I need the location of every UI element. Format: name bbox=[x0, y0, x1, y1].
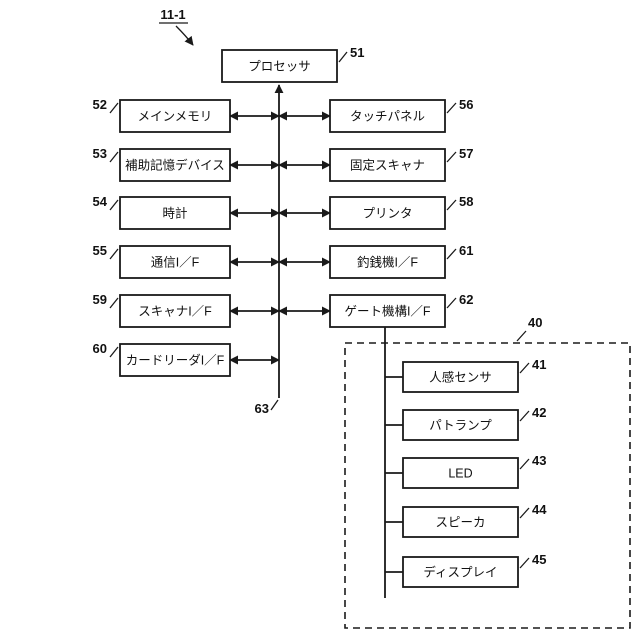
printer-box bbox=[329, 196, 446, 230]
ref-num-62: 62 bbox=[459, 292, 473, 307]
ref-tick-45 bbox=[519, 557, 530, 569]
main-memory-label: メインメモリ bbox=[138, 110, 213, 124]
ref-tick-43 bbox=[519, 458, 530, 470]
ref-num-40: 40 bbox=[528, 315, 542, 330]
speaker-label: スピーカ bbox=[435, 516, 485, 530]
scanner-if-box bbox=[119, 294, 231, 328]
ref-tick-42 bbox=[519, 410, 530, 422]
ref-tick-60 bbox=[109, 346, 119, 358]
aux-storage-box bbox=[119, 148, 231, 182]
human-sensor-label: 人感センサ bbox=[429, 370, 492, 385]
touch-panel-box bbox=[329, 99, 446, 133]
ref-num-53: 53 bbox=[93, 146, 107, 161]
ref-num-41: 41 bbox=[532, 357, 546, 372]
ref-tick-62 bbox=[446, 297, 457, 309]
ref-tick-54 bbox=[109, 199, 119, 211]
comm-if-box bbox=[119, 245, 231, 279]
ref-tick-61 bbox=[446, 248, 457, 260]
ref-num-43: 43 bbox=[532, 453, 546, 468]
ref-num-56: 56 bbox=[459, 97, 473, 112]
figure-ref-label: 11-1 bbox=[160, 7, 185, 22]
fixed-scanner-label: 固定スキャナ bbox=[350, 158, 425, 173]
gate-group-dashed-box bbox=[344, 342, 631, 629]
speaker-box bbox=[402, 506, 519, 538]
printer-label: プリンタ bbox=[362, 207, 412, 221]
change-machine-if-label: 釣銭機I／F bbox=[357, 255, 418, 270]
ref-num-54: 54 bbox=[93, 194, 108, 209]
ref-num-61: 61 bbox=[459, 243, 473, 258]
ref-num-59: 59 bbox=[93, 292, 107, 307]
ref-num-42: 42 bbox=[532, 405, 546, 420]
comm-if-label: 通信I／F bbox=[151, 256, 200, 270]
processor-label: プロセッサ bbox=[248, 60, 311, 74]
ref-tick-52 bbox=[109, 102, 119, 114]
display-label: ディスプレイ bbox=[423, 565, 497, 580]
change-machine-if-box bbox=[329, 245, 446, 279]
ref-num-45: 45 bbox=[532, 552, 546, 567]
ref-tick-58 bbox=[446, 199, 457, 211]
ref-tick-40 bbox=[516, 330, 527, 342]
ref-num-58: 58 bbox=[459, 194, 473, 209]
ref-num-52: 52 bbox=[93, 97, 107, 112]
scanner-if-label: スキャナI／F bbox=[138, 305, 212, 319]
ref-num-55: 55 bbox=[93, 243, 107, 258]
ref-num-44: 44 bbox=[532, 502, 547, 517]
ref-num-51: 51 bbox=[350, 45, 364, 60]
patrol-lamp-box bbox=[402, 409, 519, 441]
ref-num-60: 60 bbox=[93, 341, 107, 356]
processor-box bbox=[221, 49, 338, 83]
touch-panel-label: タッチパネル bbox=[350, 110, 425, 124]
ref-tick-55 bbox=[109, 248, 119, 260]
aux-storage-label: 補助記憶デバイス bbox=[125, 158, 225, 173]
card-reader-if-box bbox=[119, 343, 231, 377]
figure-ref-arrow bbox=[175, 25, 194, 46]
led-box bbox=[402, 457, 519, 489]
ref-tick-51 bbox=[338, 51, 348, 63]
human-sensor-box bbox=[402, 361, 519, 393]
led-label: LED bbox=[448, 467, 472, 481]
gate-mechanism-if-label: ゲート機構I／F bbox=[344, 304, 430, 319]
ref-tick-63 bbox=[270, 399, 279, 411]
ref-num-63: 63 bbox=[255, 401, 269, 416]
ref-tick-57 bbox=[446, 151, 457, 163]
gate-mechanism-if-box bbox=[329, 294, 446, 328]
clock-label: 時計 bbox=[162, 206, 187, 221]
ref-tick-59 bbox=[109, 297, 119, 309]
fixed-scanner-box bbox=[329, 148, 446, 182]
ref-num-57: 57 bbox=[459, 146, 473, 161]
clock-box bbox=[119, 196, 231, 230]
patrol-lamp-label: パトランプ bbox=[429, 419, 492, 433]
ref-tick-44 bbox=[519, 507, 530, 519]
main-memory-box bbox=[119, 99, 231, 133]
card-reader-if-label: カードリーダI／F bbox=[126, 353, 225, 368]
ref-tick-56 bbox=[446, 102, 457, 114]
display-box bbox=[402, 556, 519, 588]
ref-tick-41 bbox=[519, 362, 530, 374]
ref-tick-53 bbox=[109, 151, 119, 163]
